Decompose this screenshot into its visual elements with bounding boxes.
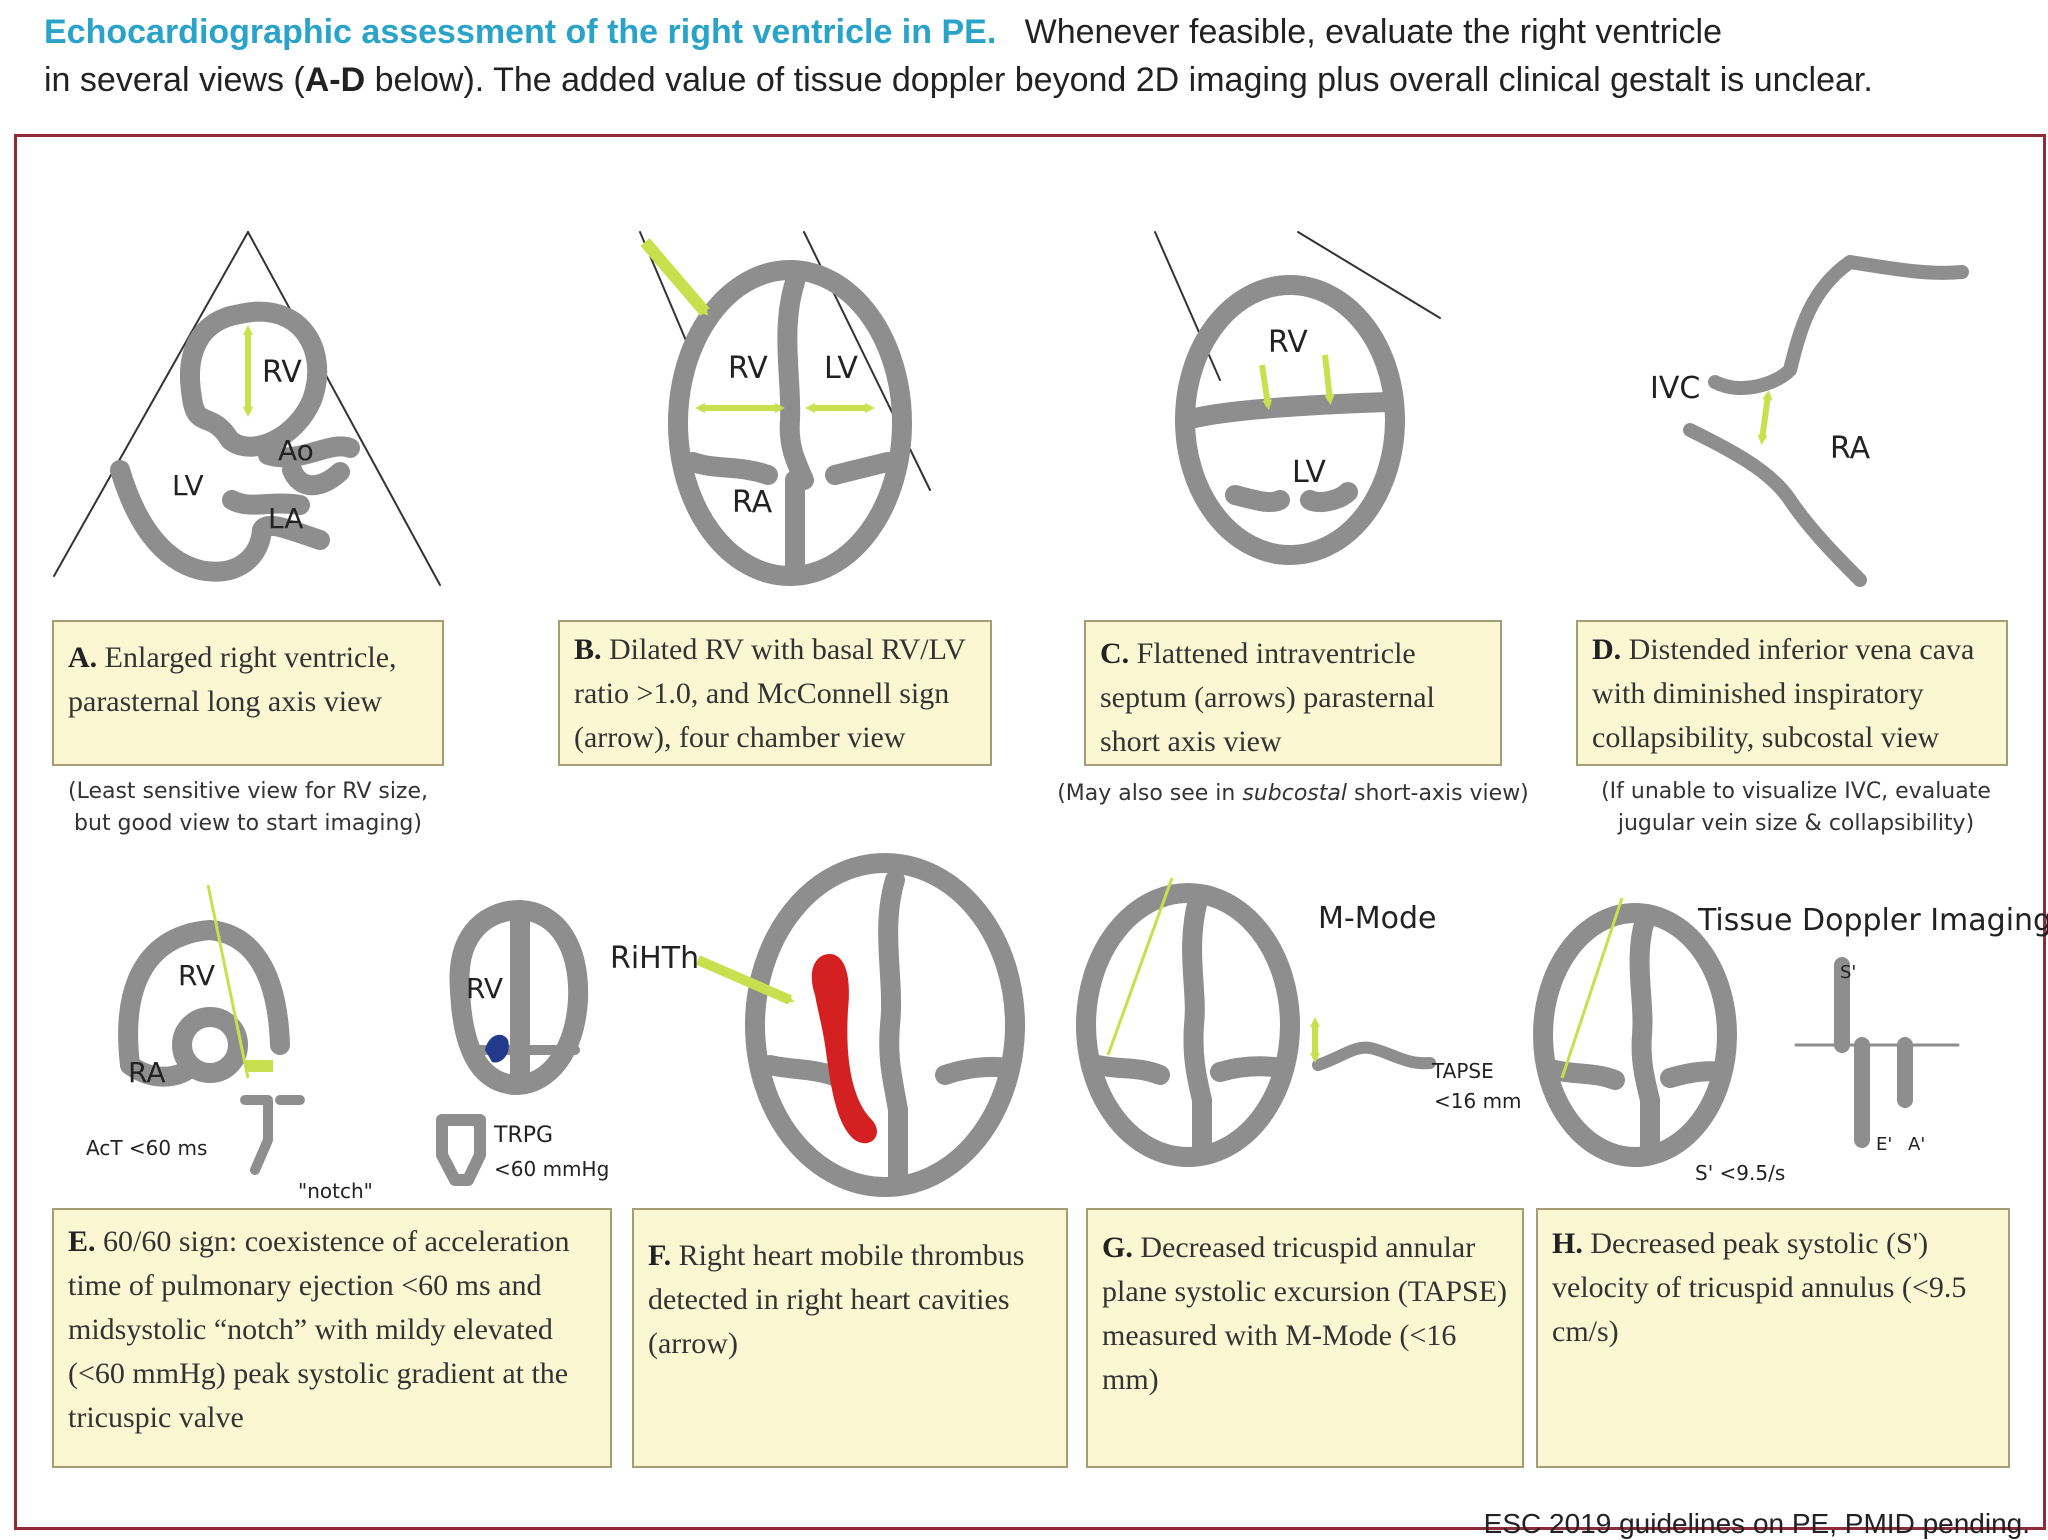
panel-d-illustration: [1683, 255, 1969, 587]
note-a: (Least sensitive view for RV size, but g…: [67, 779, 429, 836]
caption-b-text: Dilated RV with basal RV/LV ratio >1.0, …: [574, 633, 966, 754]
label-e-rv: RV: [178, 959, 215, 992]
caption-c-text: Flattened intraventricle septum (arrows)…: [1100, 637, 1435, 758]
label-g-tapse-value: <16 mm: [1434, 1089, 1522, 1113]
header-line2-post: below). The added value of tissue dopple…: [365, 61, 1873, 99]
thrombus-shape: [811, 954, 877, 1144]
caption-c: C. Flattened intraventricle septum (arro…: [1084, 620, 1502, 766]
caption-f-letter: F.: [648, 1239, 672, 1272]
panel-c-illustration: [1154, 231, 1441, 565]
caption-b-letter: B.: [574, 633, 602, 666]
note-c: (May also see in subcostal short-axis vi…: [1040, 778, 1546, 810]
note-c-italic: subcostal: [1242, 781, 1347, 806]
caption-d: D. Distended inferior vena cava with dim…: [1576, 620, 2008, 766]
label-b-rv: RV: [728, 351, 768, 386]
label-h-a: A': [1908, 1134, 1925, 1155]
panel-h-illustration: [1533, 903, 1960, 1167]
caption-g: G. Decreased tricuspid annular plane sys…: [1086, 1208, 1524, 1468]
caption-d-text: Distended inferior vena cava with dimini…: [1592, 633, 1975, 754]
page-title: Echocardiographic assessment of the righ…: [44, 13, 997, 51]
label-f-rihth: RiHTh: [610, 941, 699, 976]
note-c-pre: (May also see in: [1057, 781, 1243, 806]
caption-e-letter: E.: [68, 1225, 96, 1258]
caption-a-letter: A.: [68, 641, 98, 674]
caption-a-text: Enlarged right ventricle, parasternal lo…: [68, 641, 397, 718]
note-d: (If unable to visualize IVC, evaluate ju…: [1601, 779, 1991, 836]
label-d-ra: RA: [1830, 431, 1871, 466]
label-g-tapse: TAPSE: [1431, 1059, 1494, 1083]
panel-f-illustration: [745, 853, 1025, 1197]
label-e-trpg: TRPG: [493, 1123, 553, 1148]
footer-citation: ESC 2019 guidelines on PE, PMID pending.: [1483, 1508, 2030, 1539]
panel-a-illustration: [53, 231, 441, 586]
label-h-s-value: S' <9.5/s: [1695, 1161, 1785, 1185]
caption-a: A. Enlarged right ventricle, parasternal…: [52, 620, 444, 766]
panel-g-illustration: [1076, 883, 1436, 1167]
panel-e-illustration: [118, 900, 589, 1186]
caption-d-letter: D.: [1592, 633, 1622, 666]
panel-b-illustration: [639, 231, 931, 586]
label-a-ao: Ao: [278, 434, 314, 467]
caption-e: E. 60/60 sign: coexistence of accelerati…: [52, 1208, 612, 1468]
label-g-mmode: M-Mode: [1318, 901, 1436, 936]
arrows: [206, 238, 1773, 1079]
caption-g-text: Decreased tricuspid annular plane systol…: [1102, 1231, 1508, 1396]
regurgitation-jet-shape: [485, 1034, 509, 1063]
label-a-lv: LV: [172, 469, 204, 502]
header-line2-pre: in several views (: [44, 61, 305, 99]
label-e-rv2: RV: [466, 972, 503, 1005]
label-e-ra: RA: [128, 1056, 165, 1089]
label-a-rv: RV: [262, 355, 302, 390]
label-d-ivc: IVC: [1650, 371, 1700, 406]
label-a-la: LA: [268, 502, 303, 535]
caption-h-text: Decreased peak systolic (S') velocity of…: [1552, 1227, 1967, 1348]
label-h-e: E': [1876, 1134, 1892, 1155]
label-c-lv: LV: [1292, 455, 1326, 490]
caption-f: F. Right heart mobile thrombus detected …: [632, 1208, 1068, 1468]
label-h-tdi: Tissue Doppler Imaging: [1697, 903, 2048, 938]
label-c-rv: RV: [1268, 325, 1308, 360]
header: Echocardiographic assessment of the righ…: [44, 8, 2034, 104]
caption-c-letter: C.: [1100, 637, 1130, 670]
label-e-act: AcT <60 ms: [86, 1136, 207, 1160]
label-b-ra: RA: [732, 485, 773, 520]
header-line2-bold: A-D: [304, 61, 366, 99]
caption-b: B. Dilated RV with basal RV/LV ratio >1.…: [558, 620, 992, 766]
caption-g-letter: G.: [1102, 1231, 1133, 1264]
caption-f-text: Right heart mobile thrombus detected in …: [648, 1239, 1025, 1360]
caption-h: H. Decreased peak systolic (S') velocity…: [1536, 1208, 2010, 1468]
caption-e-text: 60/60 sign: coexistence of acceleration …: [68, 1225, 570, 1434]
label-b-lv: LV: [824, 351, 858, 386]
header-line1: Whenever feasible, evaluate the right ve…: [1024, 13, 1722, 51]
label-h-s: S': [1840, 962, 1856, 983]
note-c-post: short-axis view): [1346, 781, 1529, 806]
label-e-trpg-value: <60 mmHg: [494, 1157, 609, 1181]
label-e-notch: "notch": [298, 1179, 373, 1203]
caption-h-letter: H.: [1552, 1227, 1583, 1260]
figure-frame: [14, 134, 2046, 1530]
